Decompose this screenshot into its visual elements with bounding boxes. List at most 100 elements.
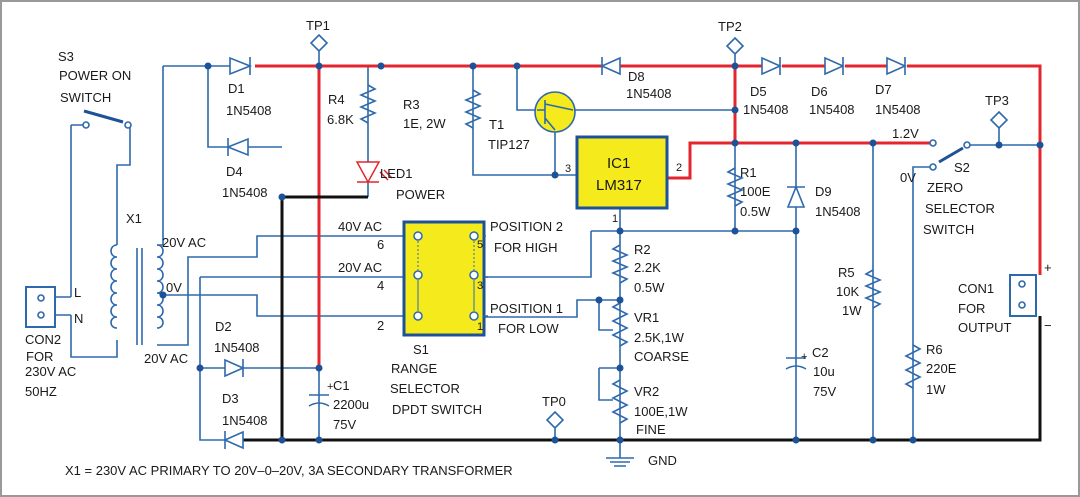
r6-power: 1W xyxy=(926,382,946,397)
d6-diode xyxy=(824,56,845,76)
d5-diode xyxy=(761,56,782,76)
t1-value: TIP127 xyxy=(488,137,530,152)
d8-diode xyxy=(600,56,621,76)
r2-power: 0.5W xyxy=(634,280,665,295)
d4-diode xyxy=(225,137,249,157)
con1-ref: CON1 xyxy=(958,281,994,296)
c1-capacitor xyxy=(308,394,330,407)
vr1-value: 2.5K,1W xyxy=(634,330,685,345)
ic1-lm317 xyxy=(575,135,669,210)
c2-ref: C2 xyxy=(812,345,829,360)
s2-line3: SWITCH xyxy=(923,222,974,237)
r5-ref: R5 xyxy=(838,265,855,280)
junctions xyxy=(159,62,1044,444)
r3-resistor xyxy=(463,89,483,129)
d9-value: 1N5408 xyxy=(815,204,861,219)
r6-resistor xyxy=(904,344,922,389)
r2-value: 2.2K xyxy=(634,260,661,275)
s1-line3: DPDT SWITCH xyxy=(392,402,482,417)
c2-plus: + xyxy=(801,351,807,363)
s2-v0: 0V xyxy=(900,170,916,185)
c2-capacitor xyxy=(785,357,807,370)
s1-pin2: 2 xyxy=(377,318,384,333)
s3-line1: POWER ON xyxy=(59,68,131,83)
r6-ref: R6 xyxy=(926,342,943,357)
s2-zero-selector-switch[interactable] xyxy=(929,139,971,171)
c2-voltage: 75V xyxy=(813,384,836,399)
r5-value: 10K xyxy=(836,284,859,299)
s2-ref: S2 xyxy=(954,160,970,175)
r2-resistor xyxy=(610,244,630,284)
d4-ref: D4 xyxy=(226,164,243,179)
s1-pin6: 6 xyxy=(377,237,384,252)
con2-line1: FOR xyxy=(26,349,53,364)
con2-line2: 230V AC xyxy=(25,364,76,379)
vr2-potentiometer xyxy=(611,379,629,424)
x1-sec-bottom: 20V AC xyxy=(144,351,188,366)
ic1-pin2: 2 xyxy=(676,162,682,174)
c1-value: 2200u xyxy=(333,397,369,412)
d2-diode xyxy=(224,358,245,378)
s2-v12: 1.2V xyxy=(892,126,919,141)
s1-range-selector-switch[interactable] xyxy=(402,220,488,337)
r2-ref: R2 xyxy=(634,242,651,257)
r6-value: 220E xyxy=(926,361,957,376)
con1-line1: FOR xyxy=(958,301,985,316)
con2-n: N xyxy=(74,311,83,326)
test-points xyxy=(309,33,1009,440)
ic1-pin3: 3 xyxy=(565,163,571,175)
diodes xyxy=(223,56,907,450)
tp2-label: TP2 xyxy=(718,19,742,34)
r5-power: 1W xyxy=(842,303,862,318)
r3-value: 1E, 2W xyxy=(403,116,446,131)
d9-diode xyxy=(786,184,806,208)
s1-pin5: 5 xyxy=(477,239,483,251)
s3-power-switch[interactable] xyxy=(82,109,132,129)
r3-ref: R3 xyxy=(403,97,420,112)
r1-power: 0.5W xyxy=(740,204,771,219)
r1-ref: R1 xyxy=(740,165,757,180)
s1-pin3: 3 xyxy=(477,280,483,292)
t1-transistor xyxy=(534,91,576,133)
ic1-pin1: 1 xyxy=(612,213,618,225)
d5-value: 1N5408 xyxy=(743,102,789,117)
ground-symbol xyxy=(606,440,634,467)
d8-value: 1N5408 xyxy=(626,86,672,101)
con2-ref: CON2 xyxy=(25,332,61,347)
s1-in20: 20V AC xyxy=(338,260,382,275)
vr1-potentiometer xyxy=(611,302,629,347)
d6-value: 1N5408 xyxy=(809,102,855,117)
d2-value: 1N5408 xyxy=(214,340,260,355)
s1-pos2a: POSITION 2 xyxy=(490,219,563,234)
t1-ref: T1 xyxy=(489,117,504,132)
d8-ref: D8 xyxy=(628,69,645,84)
tp1-label: TP1 xyxy=(306,18,330,33)
d9-ref: D9 xyxy=(815,184,832,199)
transformer-x1 xyxy=(110,244,164,346)
s1-pos1a: POSITION 1 xyxy=(490,301,563,316)
s1-pin4: 4 xyxy=(377,278,384,293)
wires-blue xyxy=(55,65,1040,467)
s1-line2: SELECTOR xyxy=(390,381,460,396)
ic1-value: LM317 xyxy=(596,177,642,194)
r1-value: 100E xyxy=(740,184,771,199)
gnd-label: GND xyxy=(648,453,677,468)
s1-pos2b: FOR HIGH xyxy=(494,240,558,255)
con1-output-connector xyxy=(1009,274,1037,317)
con1-minus: − xyxy=(1044,318,1052,333)
s2-line2: SELECTOR xyxy=(925,201,995,216)
c1-voltage: 75V xyxy=(333,417,356,432)
vr2-value: 100E,1W xyxy=(634,404,688,419)
s1-in40: 40V AC xyxy=(338,219,382,234)
vr2-ref: VR2 xyxy=(634,384,659,399)
c1-plus: + xyxy=(327,381,333,393)
x1-tap: 0V xyxy=(166,280,182,295)
d7-value: 1N5408 xyxy=(875,102,921,117)
tp3-diamond xyxy=(989,110,1009,130)
vr1-desc: COARSE xyxy=(634,349,689,364)
d6-ref: D6 xyxy=(811,84,828,99)
led1-icon xyxy=(355,161,393,184)
d1-value: 1N5408 xyxy=(226,103,272,118)
